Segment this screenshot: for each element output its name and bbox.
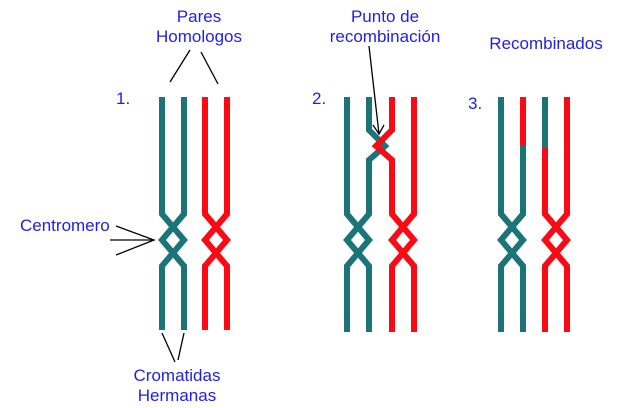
chromosome-2-red-left xyxy=(371,97,418,332)
annotation-lines xyxy=(110,45,385,363)
step-3-label: 3. xyxy=(468,94,482,113)
cromatidas-label-line2: Hermanas xyxy=(138,386,216,405)
chromosome-3-teal-left xyxy=(498,97,527,332)
chromosome-2-red-right xyxy=(388,97,417,332)
pares-pointer-right xyxy=(200,51,219,85)
chromosome-1-red-right xyxy=(201,97,230,330)
punto-arrow-head xyxy=(372,124,385,136)
step-2-label: 2. xyxy=(312,89,326,108)
step-1-label: 1. xyxy=(116,89,130,108)
chromosome-1-teal-left xyxy=(159,97,188,330)
chromosome-2-teal-left xyxy=(344,97,373,332)
punto-arrow-shaft xyxy=(368,45,380,135)
recombinados-label: Recombinados xyxy=(489,34,602,53)
cromatidas-label-line1: Cromatidas xyxy=(134,366,221,385)
pares-label-line1: Pares xyxy=(177,7,221,26)
centromero-arrow-head xyxy=(115,225,156,256)
chromosome-1-red-left xyxy=(202,97,231,330)
pares-label-line2: Homologos xyxy=(156,27,242,46)
chromosome-1-teal-right xyxy=(158,97,187,330)
chromosome-pair-2 xyxy=(343,97,418,332)
chromosome-3-red-right xyxy=(541,97,570,332)
chromosome-2-teal-right xyxy=(343,97,390,332)
chromosome-3-teal-right-lower xyxy=(497,145,526,332)
punto-label-line2: recombinación xyxy=(330,27,441,46)
punto-label-line1: Punto de xyxy=(351,7,419,26)
cromatidas-pointer-right xyxy=(177,332,185,361)
chromosome-3-red-left-lower xyxy=(542,148,571,332)
chromosome-pair-3 xyxy=(497,97,571,332)
pares-pointer-left xyxy=(169,49,191,83)
cromatidas-pointer-left xyxy=(161,332,176,363)
centromero-label: Centromero xyxy=(20,216,110,235)
chromosome-pair-1 xyxy=(158,97,231,330)
